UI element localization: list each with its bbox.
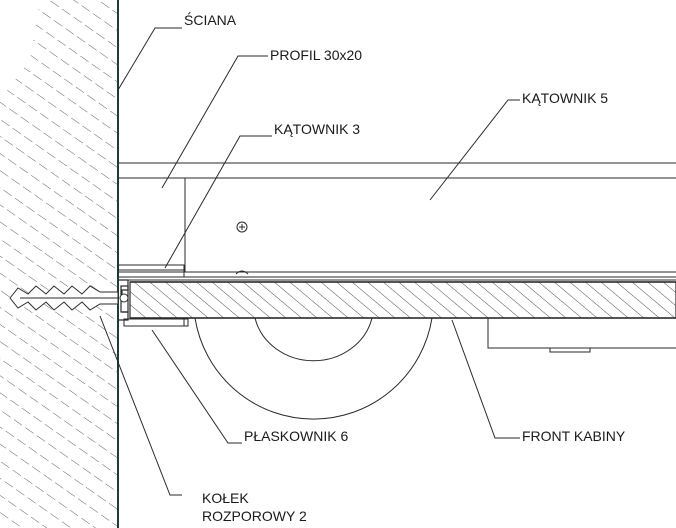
label-profile: PROFIL 30x20 [270, 47, 363, 63]
label-angle3: KĄTOWNIK 3 [274, 121, 361, 137]
angle-3 [117, 264, 185, 278]
leader-wall [117, 27, 182, 91]
leader-flatbar [151, 329, 242, 444]
leader-angle3 [164, 135, 272, 269]
label-front: FRONT KABINY [522, 428, 626, 444]
label-wall: ŚCIANA [184, 12, 237, 28]
expansion-anchor [9, 285, 129, 311]
leader-front [451, 319, 520, 439]
label-flat-bar: PŁASKOWNIK 6 [244, 428, 349, 444]
screw-head-edge [235, 270, 249, 275]
screw-head [236, 221, 248, 233]
angle-5-body [118, 162, 676, 281]
wall [0, 0, 119, 528]
flat-bar-6 [123, 318, 189, 327]
label-angle5: KĄTOWNIK 5 [522, 90, 609, 106]
label-anchor-line2: ROZPOROWY 2 [202, 508, 307, 524]
lower-housing [487, 318, 676, 353]
roller-outline [194, 317, 433, 420]
leader-anchor [99, 315, 182, 496]
leader-angle5 [429, 99, 520, 201]
cabin-front-panel [129, 281, 676, 319]
leader-profile [161, 55, 268, 189]
label-anchor-line1: KOŁEK [202, 490, 249, 506]
leader-lines [99, 27, 520, 496]
